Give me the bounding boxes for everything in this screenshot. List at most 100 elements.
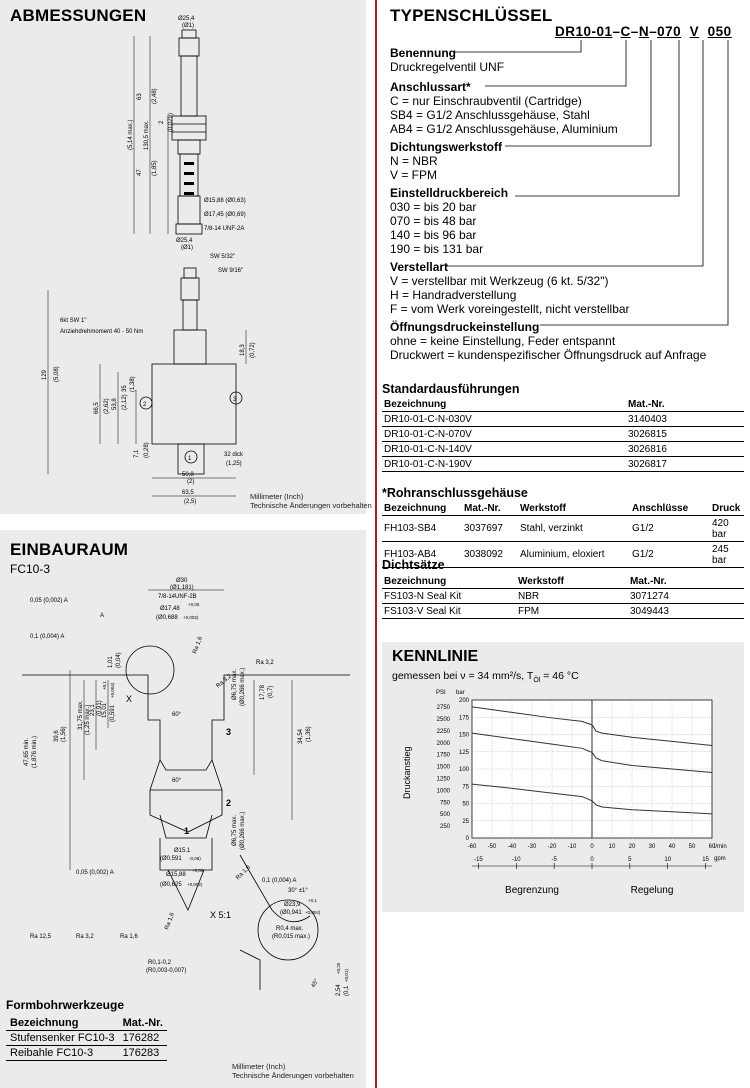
chart-subtitle: gemessen bei ν = 34 mm²/s, TÖl = 46 °C [392, 670, 579, 685]
dim-l508: (5,08) [54, 366, 60, 382]
e-l091: (0,91) [97, 700, 103, 716]
e-l3175: 31,75 max. [78, 700, 84, 730]
gpm-tick-label: -10 [512, 857, 521, 863]
x-tick-label: 60 [709, 844, 716, 850]
psi-tick-label: 1500 [437, 765, 451, 771]
e-tol0591b: -0,08) [189, 856, 201, 861]
e-tol0941: +0,004) [305, 910, 321, 915]
x-label-begrenzung: Begrenzung [505, 885, 559, 896]
e-d151: Ø15,1 [174, 848, 191, 854]
e-d0266b: (Ø0,266 max.) [240, 812, 246, 850]
x-tick-label: -30 [528, 844, 537, 850]
bar-tick-label: 75 [462, 784, 469, 790]
e-d30: Ø30 [176, 578, 188, 584]
e-tol01: +0,01) [344, 969, 349, 982]
dim-l0079: (0,079) [168, 113, 174, 132]
e-l101: 1,01 [108, 656, 114, 668]
dim-l138: (1,38) [130, 376, 136, 392]
psi-tick-label: 1750 [437, 753, 451, 759]
gpm-tick-label: 5 [628, 857, 632, 863]
psi-tick-label: 2250 [437, 729, 451, 735]
e-l3454: 34,54 [298, 728, 304, 744]
gpm-tick-label: -5 [551, 857, 557, 863]
port-1: 1 [188, 456, 192, 462]
dim-w2: (2) [187, 479, 194, 485]
psi-tick-label: 2000 [437, 741, 451, 747]
e-ra16b: Ra 1,6 [164, 911, 176, 930]
e-l4765: 47,65 min. [24, 738, 30, 766]
einbau-footnote: Millimeter (Inch) Technische Änderungen … [232, 1062, 354, 1080]
standard-title: Standardausführungen [382, 382, 520, 396]
e-d0941: (Ø0,941 [280, 910, 302, 916]
typ-einstelldruck: Einstelldruckbereich 030 = bis 20 bar 07… [390, 186, 509, 256]
kennlinie-panel: KENNLINIE gemessen bei ν = 34 mm²/s, TÖl… [382, 642, 744, 912]
port-2: 2 [143, 402, 147, 408]
psi-tick-label: 2500 [437, 717, 451, 723]
einbauraum-drawing: Ø30 (Ø1,181) 7/8-14UNF-2B Ø17,48 +0,05 (… [22, 578, 350, 996]
x-tick-label: -20 [548, 844, 557, 850]
type-code: DR10-01–C–N–070 V 050 [555, 24, 732, 39]
abm-footnote: Millimeter (Inch) Technische Änderungen … [250, 492, 372, 510]
e-ra16c: Ra 1,6 [235, 864, 252, 881]
dim-l2: 2 [159, 120, 165, 124]
e-l396: 39,6 [54, 730, 60, 742]
e-d675a: Ø6,75 max. [232, 669, 238, 700]
x-tick-label: 10 [609, 844, 616, 850]
e-boxA: A [100, 613, 104, 619]
e-d1748: Ø17,48 [160, 606, 180, 612]
psi-tick-label: 1000 [437, 788, 451, 794]
e-tol1748: +0,05 [188, 602, 200, 607]
e-d1588: Ø15,88 [166, 872, 186, 878]
psi-unit: PSI [436, 690, 446, 696]
e-legend2: Ra 3,2 [76, 934, 94, 940]
abmessungen-title: ABMESSUNGEN [10, 6, 147, 25]
bar-unit: bar [456, 690, 465, 696]
e-tol3: 0,05 (0,002) A [76, 870, 114, 876]
e-ra16: Ra 1,6 [192, 635, 204, 654]
dim-l35: 35 [122, 385, 128, 392]
dim-l183: 18,3 [240, 344, 246, 356]
divider-line [375, 0, 377, 1088]
e-x: X [126, 694, 132, 704]
e-tol1588: +0,05 [192, 868, 204, 873]
dim-sw1: 6kt SW 1" [60, 318, 86, 324]
e-tol4: 0,1 (0,004) A [262, 878, 296, 884]
e-l254: 2,54 [336, 984, 342, 996]
dicht-title: Dichtsätze [382, 558, 445, 572]
chart-title: KENNLINIE [392, 648, 479, 665]
typ-benennung: Benennung Druckregelventil UNF [390, 46, 505, 74]
typ-anschlussart: Anschlussart* C = nur Einschraubventil (… [390, 80, 618, 136]
bar-tick-label: 50 [462, 802, 469, 808]
psi-tick-label: 750 [440, 800, 451, 806]
psi-tick-label: 1250 [437, 777, 451, 783]
typ-dichtung: Dichtungswerkstoff N = NBR V = FPM [390, 140, 503, 182]
e-l004: (0,04) [116, 652, 122, 668]
port-3: 3 [233, 397, 237, 403]
einbauraum-subtitle: FC10-3 [10, 562, 51, 576]
e-d0266a: (Ø0,266 max.) [240, 668, 246, 706]
x-tick-label: -50 [488, 844, 497, 850]
e-x51: X 5:1 [210, 910, 231, 920]
typ-title: TYPENSCHLÜSSEL [390, 6, 553, 25]
psi-tick-label: 500 [440, 812, 451, 818]
dim-torque: Anziehdrehmoment 40 - 50 Nm [60, 329, 143, 335]
e-l125: (1,25 max.) [85, 705, 91, 735]
e-d0591: (Ø0,591 [160, 856, 182, 862]
x-tick-label: 50 [689, 844, 696, 850]
series-line-3 [471, 783, 713, 815]
e-a30: 30° ±1° [288, 888, 308, 894]
psi-tick-label: 250 [440, 824, 451, 830]
e-d0625: (Ø0,625 [160, 882, 182, 888]
dimension-drawing: Ø25,4 (Ø1) 130,5 max. (5,14 max.) 63 (2,… [42, 16, 256, 505]
e-tol0591: +0,004) [110, 682, 115, 698]
dim-w508: 50,8 [182, 472, 194, 478]
typ-verstellart: Verstellart V = verstellbar mit Werkzeug… [390, 260, 630, 316]
